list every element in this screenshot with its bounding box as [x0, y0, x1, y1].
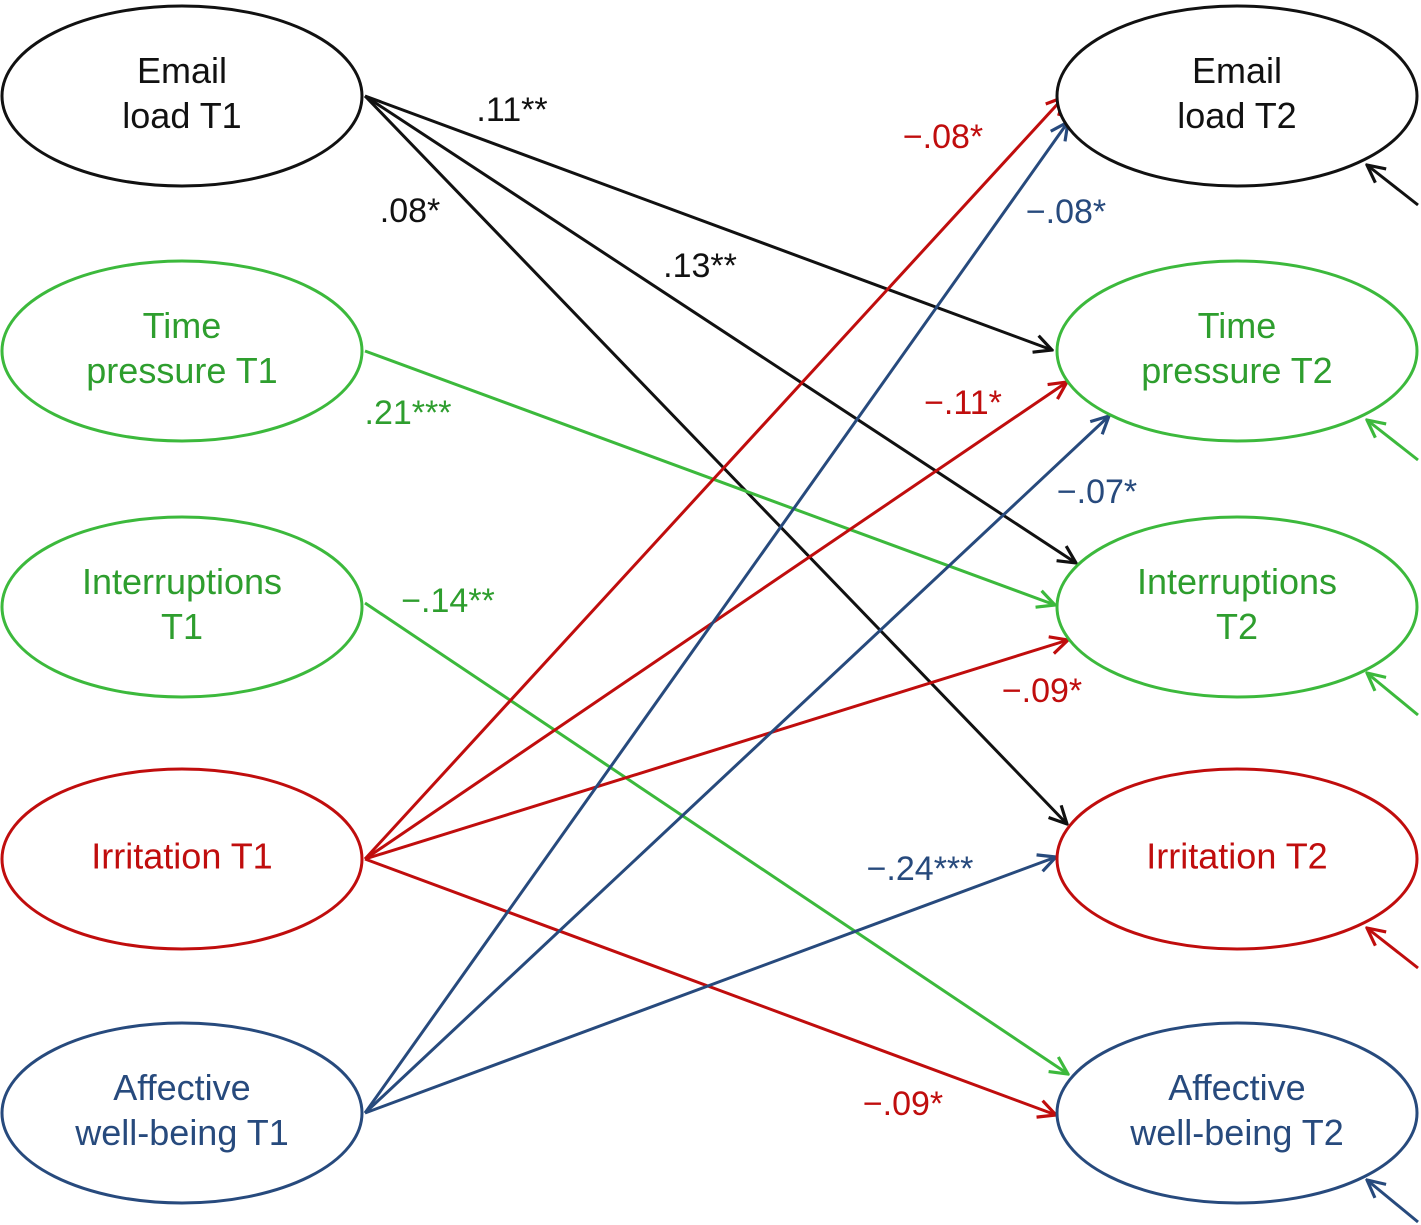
- node-label-time_t2-line-1: Time: [1198, 305, 1277, 346]
- coefficient-label-wb_t1-to-email_t2: −.08*: [1026, 193, 1106, 231]
- node-ellipse-time_t1: [0, 259, 364, 443]
- node-ellipse-interr_t1: [0, 515, 364, 699]
- coefficient-label-wb_t1-to-irrit_t2: −.24***: [867, 850, 974, 888]
- node-label-interr_t2-line-1: Interruptions: [1137, 561, 1337, 602]
- path-arrow-email_t1-to-interr_t2: [364, 94, 1076, 563]
- node-ellipse-email_t2: [1055, 4, 1419, 188]
- node-label-email_t1-line-1: Email: [137, 50, 227, 91]
- residual-arrows: [1367, 165, 1419, 1224]
- path-arrow-wb_t1-to-time_t2: [363, 416, 1109, 1115]
- node-ellipse-wb_t2: [1055, 1021, 1419, 1205]
- path-arrow-irrit_t1-to-wb_t2: [364, 857, 1056, 1115]
- node-label-wb_t2-line-1: Affective: [1168, 1067, 1305, 1108]
- node-label-time_t1-line-1: Time: [143, 305, 222, 346]
- node-label-irrit_t1-line-1: Irritation T1: [91, 836, 272, 877]
- node-label-interr_t2-line-2: T2: [1216, 606, 1258, 647]
- node-label-email_t1-line-2: load T1: [122, 95, 241, 136]
- residual-arrow-irrit_t2: [1367, 928, 1419, 970]
- path-arrow-irrit_t1-to-email_t2: [363, 97, 1064, 861]
- node-ellipse-time_t2: [1055, 259, 1419, 443]
- node-ellipse-irrit_t1: [0, 767, 364, 951]
- path-arrow-irrit_t1-to-interr_t2: [364, 640, 1068, 861]
- residual-arrow-time_t2: [1367, 420, 1419, 462]
- coefficient-label-irrit_t1-to-interr_t2: −.09*: [1002, 672, 1082, 710]
- coefficient-label-email_t1-to-time_t2: .11**: [476, 91, 547, 129]
- coefficient-label-time_t1-to-interr_t2: .21***: [365, 394, 452, 432]
- node-label-interr_t1-line-2: T1: [161, 606, 203, 647]
- coefficient-label-wb_t1-to-time_t2: −.07*: [1057, 473, 1137, 511]
- node-ellipse-wb_t1: [0, 1021, 364, 1205]
- node-label-wb_t2-line-2: well-being T2: [1129, 1112, 1343, 1153]
- path-arrows: [363, 94, 1109, 1115]
- path-arrow-wb_t1-to-irrit_t2: [364, 857, 1056, 1115]
- path-arrow-interr_t1-to-wb_t2: [364, 601, 1068, 1074]
- coefficient-label-irrit_t1-to-time_t2: −.11*: [924, 384, 1002, 422]
- node-ellipse-email_t1: [0, 4, 364, 188]
- node-label-email_t2-line-2: load T2: [1177, 95, 1296, 136]
- node-label-irrit_t2-line-1: Irritation T2: [1146, 836, 1327, 877]
- node-label-time_t1-line-2: pressure T1: [86, 350, 277, 391]
- path-arrow-wb_t1-to-email_t2: [363, 122, 1068, 1114]
- node-label-time_t2-line-2: pressure T2: [1141, 350, 1332, 391]
- node-irrit_t2: Irritation T2: [1055, 767, 1419, 951]
- node-label-email_t2-line-1: Email: [1192, 50, 1282, 91]
- path-arrow-email_t1-to-irrit_t2: [363, 94, 1067, 824]
- node-ellipse-interr_t2: [1055, 515, 1419, 699]
- residual-arrow-interr_t2: [1367, 673, 1419, 717]
- coefficient-label-email_t1-to-interr_t2: .13**: [663, 247, 737, 285]
- residual-arrow-wb_t2: [1367, 1180, 1419, 1224]
- node-label-interr_t1-line-1: Interruptions: [82, 561, 282, 602]
- path-arrow-time_t1-to-interr_t2: [364, 349, 1055, 605]
- node-ellipse-irrit_t2: [1055, 767, 1419, 951]
- coefficient-labels: .11** .13** .08* .21*** −.14** −.08* −.11* −.09…: [365, 91, 1138, 1123]
- node-irrit_t1: Irritation T1: [0, 767, 364, 951]
- coefficient-label-irrit_t1-to-wb_t2: −.09*: [863, 1085, 943, 1123]
- node-label-wb_t1-line-1: Affective: [113, 1067, 250, 1108]
- coefficient-label-email_t1-to-irrit_t2: .08*: [380, 192, 441, 230]
- coefficient-label-interr_t1-to-wb_t2: −.14**: [401, 582, 495, 620]
- coefficient-label-irrit_t1-to-email_t2: −.08*: [903, 118, 983, 156]
- residual-arrow-email_t2: [1367, 165, 1419, 207]
- node-label-wb_t1-line-2: well-being T1: [74, 1112, 288, 1153]
